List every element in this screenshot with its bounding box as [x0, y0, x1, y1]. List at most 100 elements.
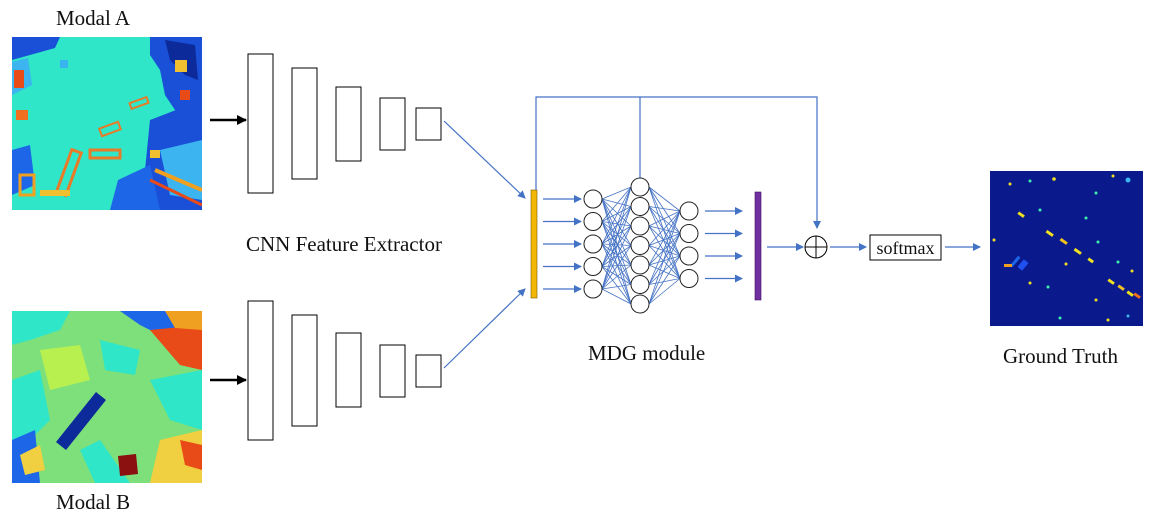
cnn-a-layer-1	[247, 53, 274, 194]
nn-node-layer1	[583, 257, 603, 276]
nn-connection	[648, 210, 681, 285]
nn-connection	[601, 186, 632, 267]
nn-connection	[648, 278, 681, 305]
nn-connection	[648, 186, 681, 279]
output-feature-bar	[754, 191, 762, 301]
nn-connection	[648, 245, 681, 279]
nn-connection	[601, 198, 632, 227]
skip-connection-line	[535, 96, 821, 229]
cnn-b-layer-2	[291, 314, 318, 427]
nn-connection	[648, 186, 681, 212]
nn-connection	[601, 221, 632, 285]
nn-node-layer2	[630, 177, 650, 197]
nn-connection	[601, 288, 632, 305]
nn-connection	[601, 198, 632, 246]
nn-connection	[601, 206, 632, 267]
nn-connection	[648, 233, 681, 305]
nn-node-layer3	[679, 224, 699, 243]
nn-connection	[648, 210, 681, 246]
nn-connection	[601, 221, 632, 246]
cnn-a-layer-2	[291, 67, 318, 180]
nn-node-layer2	[630, 255, 650, 275]
modal-a-image	[12, 37, 202, 210]
nn-connection	[601, 245, 632, 267]
cnn-b-layer-4	[379, 344, 406, 398]
nn-connection	[601, 264, 632, 267]
nn-connection	[648, 245, 681, 257]
nn-node-layer1	[583, 234, 603, 254]
nn-connection	[648, 233, 681, 266]
modal-b-image	[12, 311, 202, 483]
cnn-a-layer-5	[415, 107, 442, 141]
nn-node-layer3	[679, 246, 699, 266]
nn-node-layer2	[630, 216, 650, 236]
ground-truth-label: Ground Truth	[1003, 344, 1118, 368]
cnn-a-layer-3	[335, 86, 362, 162]
nn-connection	[601, 245, 632, 290]
nn-connection	[601, 266, 632, 285]
nn-connection	[601, 225, 632, 267]
nn-connection	[601, 206, 632, 290]
nn-connection	[601, 186, 632, 200]
nn-node-layer1	[583, 189, 603, 209]
ground-truth-image	[990, 171, 1143, 326]
nn-connection	[648, 225, 681, 257]
nn-connection	[601, 198, 632, 285]
cnn-extractor-a	[247, 53, 442, 194]
cnn-extractor-b	[247, 300, 442, 441]
nn-connection	[601, 225, 632, 245]
nn-connection	[601, 225, 632, 290]
nn-connection	[601, 264, 632, 290]
modal-a-label: Modal A	[56, 6, 131, 30]
nn-connection	[601, 198, 632, 305]
nn-connection	[648, 206, 681, 279]
nn-connection	[601, 206, 632, 222]
modal-b-label: Modal B	[56, 490, 131, 514]
nn-connection	[601, 186, 632, 245]
nn-connection	[648, 255, 681, 305]
nn-connection	[601, 243, 632, 266]
cnn-b-layer-3	[335, 332, 362, 408]
nn-connection	[601, 243, 632, 285]
nn-connection	[648, 206, 681, 234]
nn-connection	[601, 243, 632, 246]
nn-connection	[601, 284, 632, 290]
nn-connection	[648, 255, 681, 266]
nn-node-layer3	[679, 269, 699, 288]
nn-connection	[648, 233, 681, 285]
cnn-b-layer-5	[415, 354, 442, 388]
nn-connection	[648, 278, 681, 285]
nn-connection	[601, 221, 632, 266]
softmax-label: softmax	[877, 238, 935, 258]
nn-connection	[601, 186, 632, 222]
nn-connection	[648, 225, 681, 234]
cnn-a-layer-4	[379, 97, 406, 151]
mdg-module-label: MDG module	[588, 341, 706, 365]
nn-connection	[648, 206, 681, 212]
cnn-b-layer-1	[247, 300, 274, 441]
nn-connection	[601, 198, 632, 266]
nn-node-layer2	[630, 197, 650, 216]
nn-connection	[648, 264, 681, 279]
nn-connection	[648, 210, 681, 227]
mdg-network	[543, 177, 743, 314]
nn-connection	[601, 186, 632, 290]
concat-feature-bar	[530, 189, 538, 299]
nn-connection	[648, 206, 681, 257]
nn-connection	[601, 206, 632, 245]
nn-node-layer3	[679, 201, 699, 221]
nn-node-layer1	[583, 212, 603, 231]
cnn-a-to-concat-arrow	[443, 120, 526, 199]
cnn-extractor-label: CNN Feature Extractor	[246, 232, 442, 256]
nn-node-layer2	[630, 275, 650, 294]
softmax-box	[869, 234, 942, 261]
nn-connection	[648, 225, 681, 279]
nn-connection	[601, 221, 632, 227]
nn-node-layer2	[630, 236, 650, 255]
nn-connection	[648, 210, 681, 266]
cnn-b-to-concat-arrow	[443, 288, 526, 369]
nn-connection	[648, 255, 681, 285]
nn-connection	[648, 233, 681, 246]
element-wise-sum-node	[804, 235, 828, 259]
